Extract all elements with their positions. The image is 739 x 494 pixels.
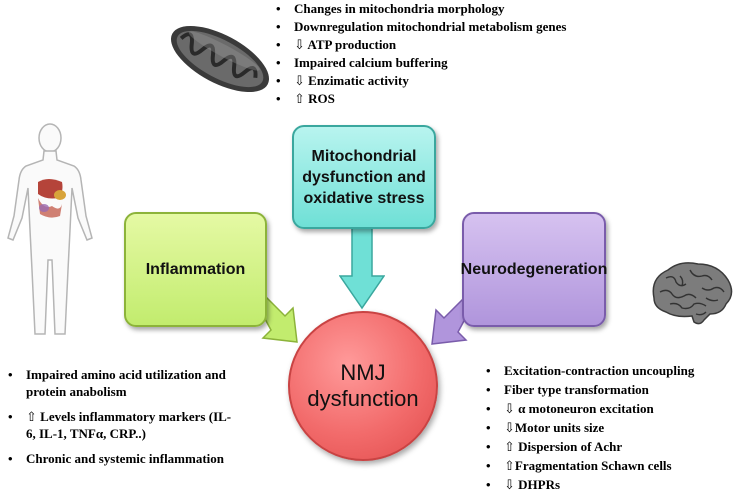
list-item: •Impaired calcium buffering [276, 55, 448, 70]
mitochondrial-dysfunction-label: Mitochondrial dysfunction and oxidative … [302, 147, 426, 207]
arrow-mito-to-nmj [339, 224, 385, 310]
list-item: •⇩ α motoneuron excitation [486, 401, 654, 416]
list-item: •Excitation-contraction uncoupling [486, 363, 695, 378]
neurodegeneration-effects-list: •Excitation-contraction uncoupling •Fibe… [486, 361, 736, 494]
list-item: •⇧ ROS [276, 91, 335, 106]
inflammation-label: Inflammation [145, 261, 246, 278]
list-item: •⇩ ATP production [276, 37, 397, 52]
list-item: •⇩ DHPRs [486, 477, 561, 492]
nmj-dysfunction-circle: NMJ dysfunction [288, 311, 438, 461]
list-item: •⇧ Levels inflammatory markers (IL-6, IL… [8, 409, 232, 441]
list-item: •Changes in mitochondria morphology [276, 1, 505, 16]
neurodegeneration-box: Neurodegeneration [460, 212, 608, 327]
human-body-icon [7, 123, 93, 335]
list-item: •⇧Fragmentation Schawn cells [486, 458, 672, 473]
inflammation-box: Inflammation [124, 212, 267, 327]
list-item: •⇩Motor units size [486, 420, 605, 435]
arrow-inflammation-to-nmj [256, 296, 298, 343]
dysfunction-label: dysfunction [307, 386, 419, 411]
list-item: •⇩ Enzimatic activity [276, 73, 409, 88]
list-item: •Fiber type transformation [486, 382, 649, 397]
inflammation-effects-list: •Impaired amino acid utilization and pro… [8, 366, 240, 475]
list-item: •Impaired amino acid utilization and pro… [8, 367, 226, 399]
mitochondria-effects-list: •Changes in mitochondria morphology •Dow… [276, 0, 566, 108]
nmj-label: NMJ [340, 360, 386, 385]
brain-icon [652, 262, 733, 325]
mitochondrion-icon [171, 25, 269, 93]
neurodegeneration-label: Neurodegeneration [460, 261, 608, 278]
mitochondrial-dysfunction-box: Mitochondrial dysfunction and oxidative … [292, 125, 436, 229]
list-item: •Chronic and systemic inflammation [8, 451, 225, 466]
list-item: •⇧ Dispersion of Achr [486, 439, 623, 454]
list-item: •Downregulation mitochondrial metabolism… [276, 19, 567, 34]
